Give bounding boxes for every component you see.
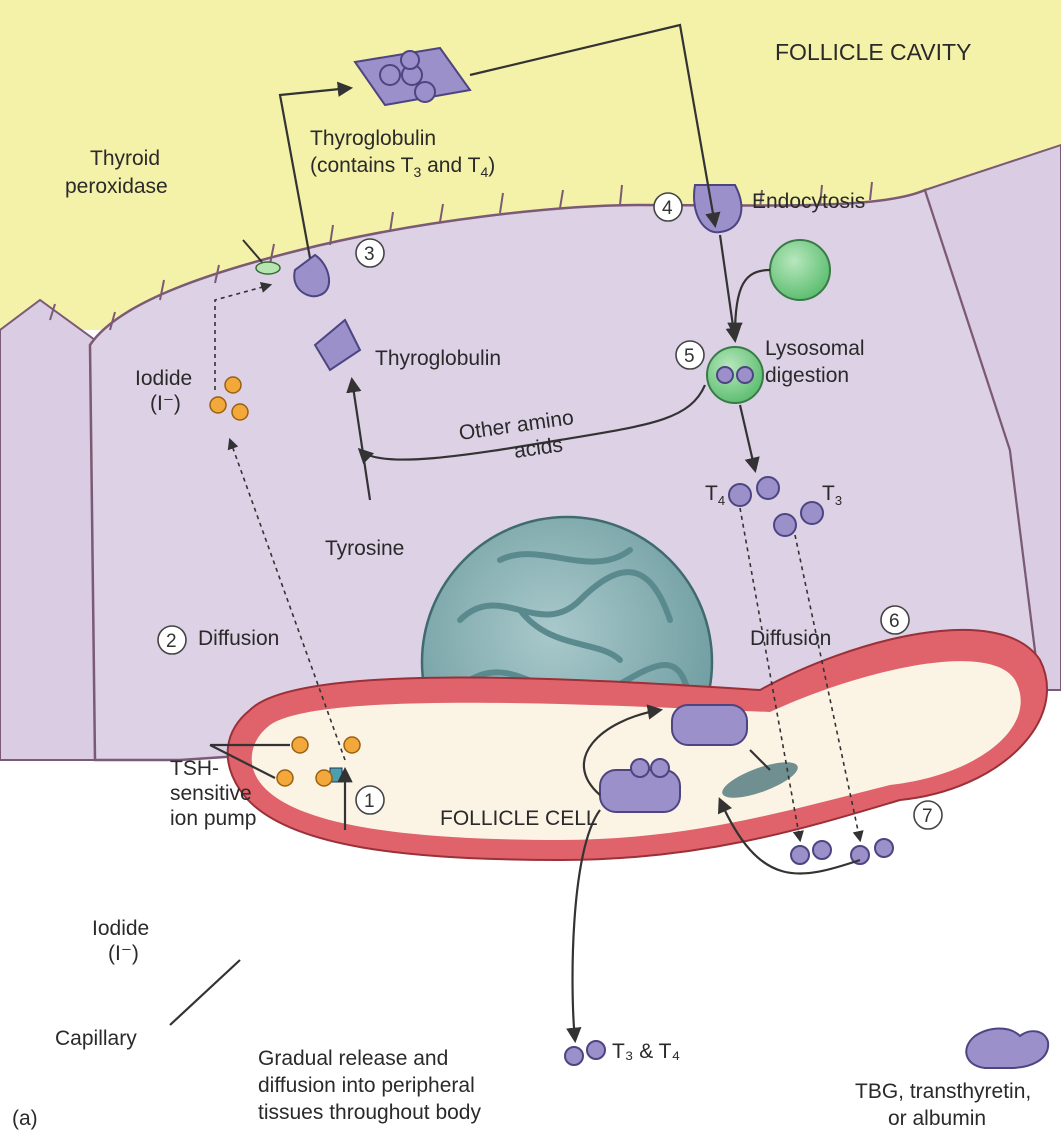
thyroid-peroxidase-label-2: peroxidase — [65, 175, 168, 198]
thyroglobulin-contains-label: (contains T3 and T4) — [310, 154, 495, 180]
step-3: 3 — [356, 239, 384, 267]
step-6: 6 — [881, 606, 909, 634]
diffusion-left-label: Diffusion — [198, 627, 279, 650]
svg-text:6: 6 — [889, 611, 900, 632]
step-2: 2 — [158, 626, 186, 654]
diffusion-right-label: Diffusion — [750, 627, 831, 650]
lysosomal-label-2: digestion — [765, 364, 849, 387]
step-4: 4 — [654, 193, 682, 221]
release-label-3: tissues throughout body — [258, 1101, 481, 1124]
svg-text:2: 2 — [166, 631, 177, 652]
tyrosine-label: Tyrosine — [325, 537, 404, 560]
lysosome-icon — [770, 240, 830, 300]
release-label-2: diffusion into peripheral — [258, 1074, 475, 1097]
tsh-label-3: ion pump — [170, 807, 256, 830]
capillary-label: Capillary — [55, 1027, 137, 1050]
released-hormone — [565, 1041, 605, 1065]
tsh-label-1: TSH- — [170, 757, 219, 780]
iodide-cell-label-1: Iodide — [135, 367, 192, 390]
carrier-protein-1 — [672, 705, 747, 745]
lysosome-digestion-icon — [707, 347, 763, 403]
svg-text:7: 7 — [922, 806, 933, 827]
carrier-legend-icon — [966, 1029, 1048, 1069]
carrier-label-1: TBG, transthyretin, — [855, 1080, 1031, 1103]
iodide-blood-label-1: Iodide — [92, 917, 149, 940]
free-hormone-1 — [791, 841, 831, 864]
svg-text:4: 4 — [662, 198, 673, 219]
panel-label: (a) — [12, 1107, 38, 1130]
follicle-cell-label: FOLLICLE CELL — [440, 807, 598, 830]
svg-text:1: 1 — [364, 791, 375, 812]
tsh-label-2: sensitive — [170, 782, 252, 805]
svg-text:5: 5 — [684, 346, 695, 367]
follicle-cavity-label: FOLLICLE CAVITY — [775, 39, 971, 65]
step-7: 7 — [914, 801, 942, 829]
iodide-cell-label-2: (I⁻) — [150, 392, 181, 415]
iodide-blood-label-2: (I⁻) — [108, 942, 139, 965]
endocytosis-label: Endocytosis — [752, 190, 865, 213]
t3-t4-release-label: T₃ & T₄ — [612, 1040, 680, 1063]
step-1: 1 — [356, 786, 384, 814]
follicle-cell-left — [0, 300, 95, 760]
lysosomal-label-1: Lysosomal — [765, 337, 865, 360]
release-label-1: Gradual release and — [258, 1047, 448, 1070]
step-5: 5 — [676, 341, 704, 369]
thyroglobulin-cavity-label: Thyroglobulin — [310, 127, 436, 150]
svg-text:3: 3 — [364, 244, 375, 265]
thyroglobulin-cell-label: Thyroglobulin — [375, 347, 501, 370]
thyroid-peroxidase-enzyme — [256, 262, 280, 274]
carrier-label-2: or albumin — [888, 1107, 986, 1130]
thyroid-peroxidase-label-1: Thyroid — [90, 147, 160, 170]
